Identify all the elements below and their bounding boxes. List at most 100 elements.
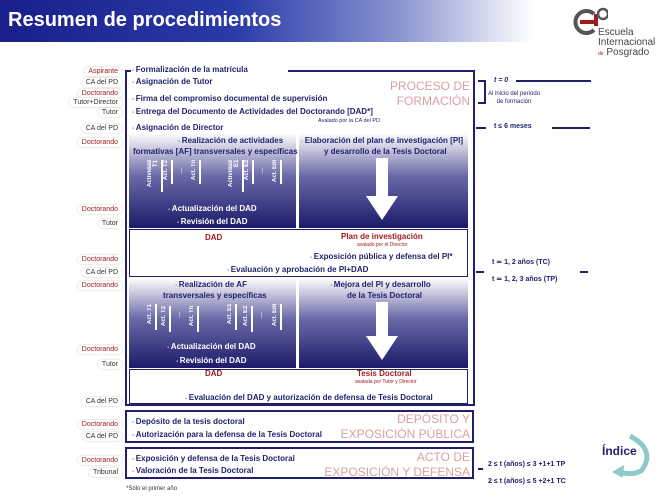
- item-evaluacion-1: Evaluación y aprobación de PI+DAD: [224, 265, 372, 274]
- p2-actualizacion: Actualización del DAD: [167, 342, 256, 351]
- role-label: Doctorando: [77, 345, 122, 354]
- divider: [516, 80, 591, 82]
- activity-label: Act. T2: [161, 306, 171, 332]
- role-label: Aspirante: [84, 67, 122, 76]
- activity-label: …: [259, 168, 265, 174]
- item-exposicion-pi: Exposición pública y defensa del PI*: [310, 252, 453, 261]
- divider: [580, 271, 588, 273]
- item-deposito: Depósito de la tesis doctoral: [132, 417, 245, 426]
- role-label: Doctorando: [77, 281, 122, 290]
- divider: [552, 127, 590, 129]
- role-label: Doctorando: [77, 89, 122, 98]
- t0-bracket: [478, 80, 486, 104]
- t6-label: t ≤ 6 meses: [494, 123, 532, 130]
- activity-label: Act. Tn: [189, 306, 199, 332]
- p1-right-2: y desarrollo de la Tesis Doctoral: [324, 147, 447, 156]
- tesis-label: Tesis Doctoral: [357, 369, 412, 378]
- role-label: Tutor+Director: [69, 98, 122, 107]
- p1-revision: Revisión del DAD: [177, 217, 248, 226]
- role-label: Doctorando: [77, 255, 122, 264]
- role-label: Tutor: [97, 360, 122, 369]
- p2-left-1: Realización de AF: [175, 280, 247, 289]
- item-exposicion: Exposición y defensa de la Tesis Doctora…: [132, 454, 295, 463]
- indice-button[interactable]: Índice: [598, 432, 658, 477]
- activity-label: Act. T2: [163, 160, 173, 184]
- activity-label: Act. Em: [272, 160, 282, 184]
- logo-mark-icon: [573, 7, 608, 35]
- activity-label: Act. Tn: [191, 160, 201, 184]
- item-dad: Entrega del Documento de Actividades del…: [132, 107, 373, 116]
- activity-label: Actividad T1: [147, 160, 163, 192]
- down-arrow-icon: [366, 158, 398, 220]
- plan-label: Plan de investigación: [341, 232, 423, 241]
- item-valoracion: Valoración de la Tesis Doctoral: [132, 466, 254, 475]
- item-autorizacion: Autorización para la defensa de la Tesis…: [132, 430, 322, 439]
- activity-label: Act. E2: [243, 306, 253, 332]
- role-label: CA del PD: [81, 124, 122, 133]
- item-matricula: Formalización de la matrícula: [132, 65, 248, 74]
- item-director: Asignación de Director: [132, 123, 224, 132]
- item-tutor: Asignación de Tutor: [132, 77, 213, 86]
- formacion-frame: [125, 70, 475, 406]
- role-label: Doctorando: [77, 456, 122, 465]
- avalado-note: Avalado por la CA del PD: [318, 118, 380, 124]
- duration-tp: 2 ≤ t (años) ≤ 3 +1+1 TP: [488, 461, 566, 468]
- p1-actualizacion: Actualización del DAD: [168, 204, 257, 213]
- down-arrow-icon: [366, 302, 398, 360]
- activity-label: …: [258, 312, 264, 318]
- activity-label: Act. E1: [227, 304, 237, 330]
- activity-label: …: [176, 312, 182, 318]
- dad-label: DAD: [205, 233, 223, 242]
- page-title: Resumen de procedimientos: [8, 9, 282, 31]
- divider: [476, 127, 486, 129]
- role-label: Doctorando: [77, 138, 122, 147]
- return-arrow-icon: [612, 433, 650, 477]
- p1-left-2: formativas [AF] transversales y específi…: [133, 147, 298, 156]
- item-compromiso: Firma del compromiso documental de super…: [132, 94, 328, 103]
- activity-label: Act. Em: [272, 304, 282, 330]
- p2-revision: Revisión del DAD: [176, 356, 247, 365]
- role-label: Doctorando: [77, 420, 122, 429]
- divider: [478, 468, 483, 470]
- tc-label: t ≃ 1, 2 años (TC): [492, 259, 550, 266]
- af-panel-2: [129, 278, 296, 368]
- logo-line3: Posgrado: [606, 47, 650, 58]
- tesis-sub: avalada por Tutor y Director: [355, 379, 417, 385]
- duration-tc: 2 ≤ t (años) ≤ 5 +2+1 TC: [488, 478, 566, 485]
- logo-de: de: [598, 51, 604, 57]
- p2-left-2: transversales y específicas: [163, 291, 267, 300]
- deposito-frame: [125, 410, 474, 443]
- role-label: CA del PD: [81, 432, 122, 441]
- role-label: Doctorando: [77, 205, 122, 214]
- p2-right-2: de la Tesis Doctoral: [347, 291, 422, 300]
- p2-right-1: Mejora del PI y desarrollo: [330, 280, 431, 289]
- role-label: CA del PD: [81, 78, 122, 87]
- role-label: Tribunal: [88, 468, 122, 477]
- activity-label: …: [178, 168, 184, 174]
- role-label: CA del PD: [81, 397, 122, 406]
- p1-right-1: Elaboración del plan de investigación [P…: [301, 136, 463, 145]
- logo: Escuela Internacional de Posgrado: [572, 6, 667, 58]
- role-label: Tutor: [97, 108, 122, 117]
- header-bar: [0, 0, 667, 42]
- tp-label: t ≃ 1, 2, 3 años (TP): [492, 276, 558, 283]
- item-evaluacion-2: Evaluación del DAD y autorización de def…: [182, 393, 436, 402]
- divider: [125, 70, 131, 72]
- plan-sub: avalado por el Director: [357, 242, 408, 248]
- dad-label-2: DAD: [205, 369, 223, 378]
- role-label: CA del PD: [81, 268, 122, 277]
- divider: [476, 271, 484, 273]
- role-label: Tutor: [97, 219, 122, 228]
- activity-label: Act. T1: [147, 304, 157, 330]
- t0-label: t = 0: [494, 77, 509, 84]
- divider: [288, 70, 475, 72]
- indice-label: Índice: [602, 444, 637, 458]
- logo-line2: Internacional: [598, 37, 656, 48]
- p1-left-1: Realización de actividades: [178, 136, 283, 145]
- activity-label: Actividad E1: [228, 160, 244, 192]
- footnote: *Sólo el primer año: [126, 486, 178, 492]
